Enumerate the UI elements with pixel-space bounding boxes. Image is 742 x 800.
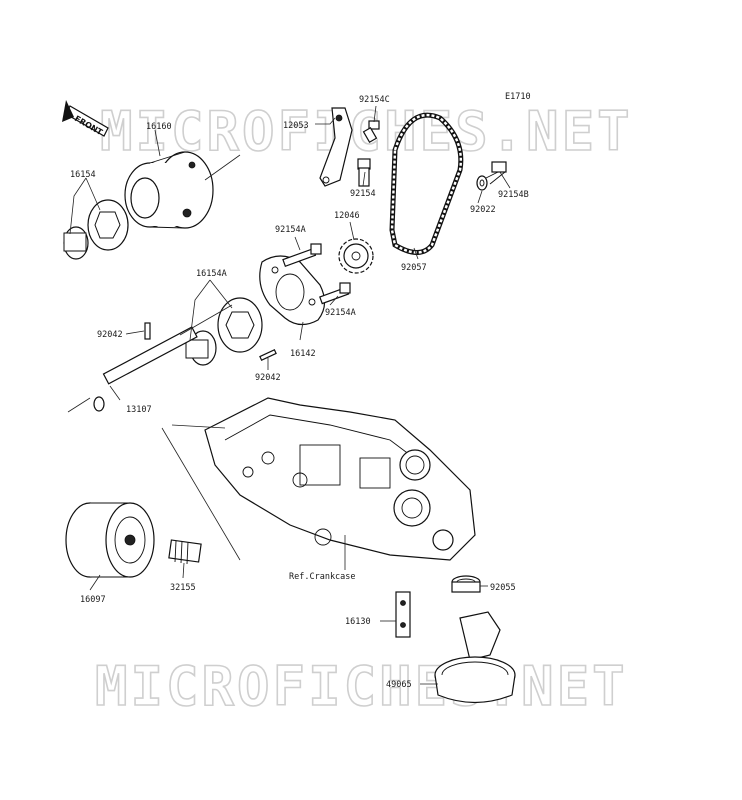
pump-shaft-13107 <box>93 304 233 412</box>
outer-rotor-16154a <box>185 297 263 366</box>
pin-92042-upper <box>144 322 151 340</box>
label-92154a-upper: 92154A <box>275 225 306 235</box>
front-arrow-icon: FRONT <box>62 100 109 137</box>
washer-92022 <box>476 175 488 191</box>
outer-rotor-16154 <box>63 199 129 260</box>
label-92057: 92057 <box>401 263 427 273</box>
label-49065: 49065 <box>386 680 412 690</box>
fitting-32155 <box>168 539 202 565</box>
crankcase <box>161 397 476 561</box>
label-32155: 32155 <box>170 583 196 593</box>
oil-pump-housing <box>124 151 241 229</box>
label-92042-lower: 92042 <box>255 373 281 383</box>
bolt-92154a-upper <box>282 243 322 268</box>
label-92022: 92022 <box>470 205 496 215</box>
pin-92042-lower <box>259 349 277 361</box>
label-92154: 92154 <box>350 189 376 199</box>
bolt-92154b <box>485 161 507 185</box>
label-16154: 16154 <box>70 170 96 180</box>
label-16130: 16130 <box>345 617 371 627</box>
sprocket-12046 <box>338 238 374 274</box>
oil-strainer-49065 <box>434 611 516 704</box>
label-ref-crankcase: Ref.Crankcase <box>289 572 356 582</box>
chain-guide-bracket <box>319 107 353 187</box>
label-13107: 13107 <box>126 405 152 415</box>
bolt-92154a-lower <box>319 282 351 305</box>
drive-chain <box>389 112 464 255</box>
label-92042-upper: 92042 <box>97 330 123 340</box>
label-16142: 16142 <box>290 349 316 359</box>
leader-lines <box>67 105 511 685</box>
label-12053: 12053 <box>283 121 309 131</box>
diagram-code: E1710 <box>505 92 531 102</box>
pump-cover-16142 <box>259 255 326 326</box>
label-92154c: 92154C <box>359 95 390 105</box>
label-92154a-lower: 92154A <box>325 308 356 318</box>
bolt-92154c <box>362 120 380 144</box>
oil-filter-16097 <box>65 502 155 578</box>
label-16154a: 16154A <box>196 269 227 279</box>
watermark-bottom: MICROFICHES.NET <box>95 655 628 718</box>
label-16097: 16097 <box>80 595 106 605</box>
label-92154b: 92154B <box>498 190 529 200</box>
nozzle-16130 <box>395 591 411 638</box>
label-12046: 12046 <box>334 211 360 221</box>
label-16160: 16160 <box>146 122 172 132</box>
label-92055: 92055 <box>490 583 516 593</box>
bolt-92154 <box>357 158 371 187</box>
o-ring-92055 <box>451 575 481 593</box>
